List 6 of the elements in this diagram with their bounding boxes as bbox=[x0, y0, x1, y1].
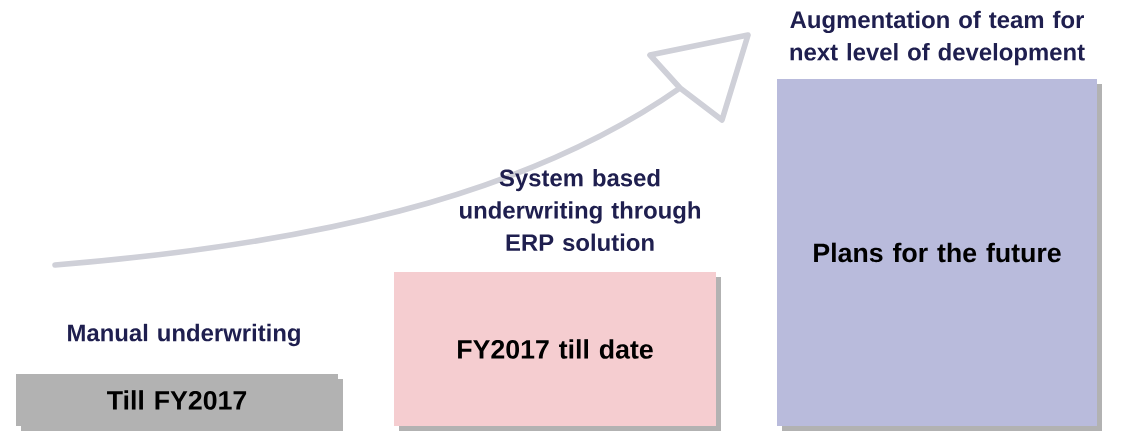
stage-box: FY2017 till date bbox=[394, 272, 721, 431]
stage-heading: Augmentation of team for next level of development bbox=[790, 10, 1085, 66]
stage-heading: Manual underwriting bbox=[68, 323, 300, 347]
stage-box: Till FY2017 bbox=[16, 374, 343, 431]
stage-heading: System based underwriting through ERP solution bbox=[460, 168, 700, 252]
stage-box: Plans for the future bbox=[777, 79, 1102, 431]
